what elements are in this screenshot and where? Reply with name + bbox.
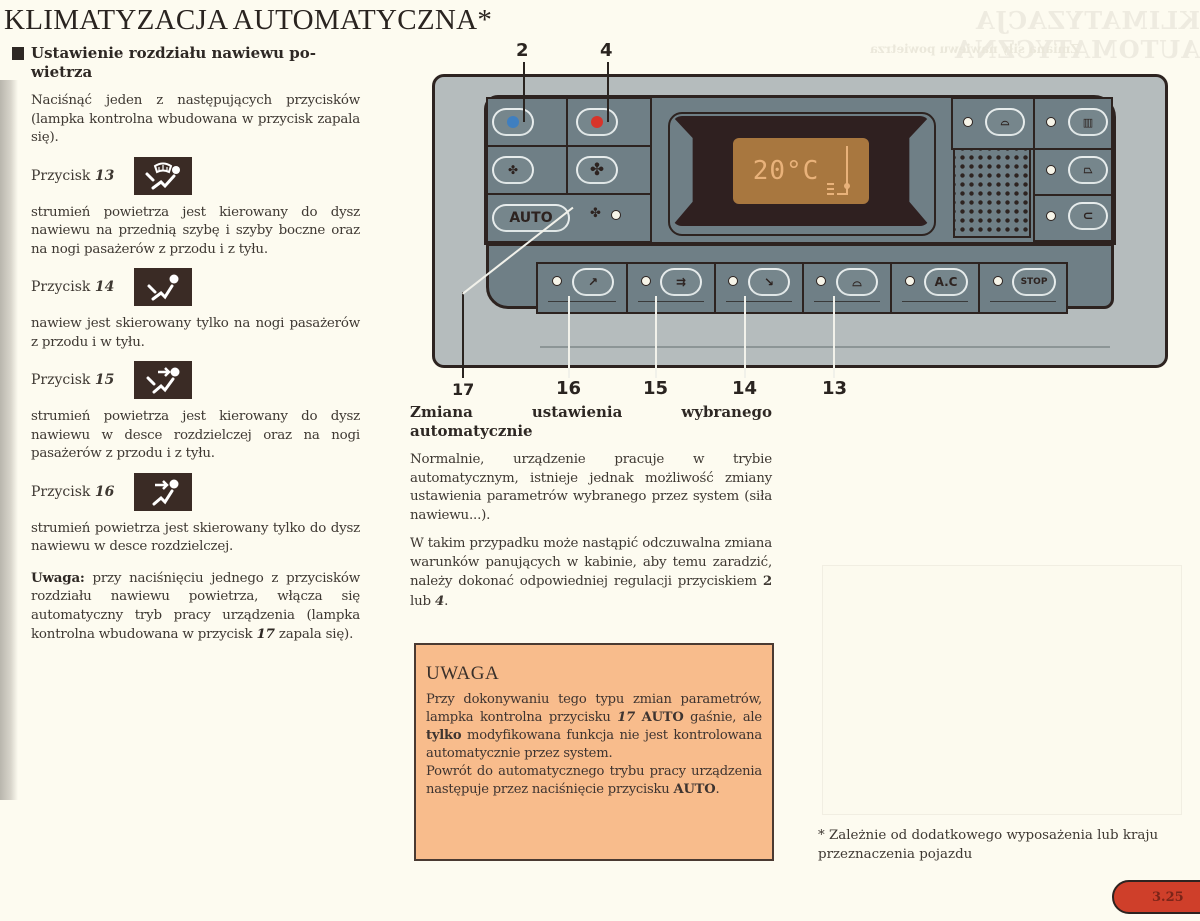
button-15-row: Przycisk 15 — [31, 360, 360, 400]
air-feet-icon: ↘ — [763, 275, 775, 289]
windscreen-defrost-icon: ⏢ — [1083, 163, 1093, 176]
indicator-led — [963, 117, 973, 127]
button-14-row: Przycisk 14 — [31, 267, 360, 307]
button-16-face-vent[interactable]: ↗ — [572, 268, 614, 296]
warning-paragraph: Przy dokonywaniu tego typu zmian paramet… — [426, 692, 762, 761]
callout-17: 17 — [452, 380, 475, 399]
windscreen-demist-icon: ⌓ — [1000, 115, 1010, 128]
stop-button[interactable]: STOP — [1012, 268, 1056, 296]
button-16-led — [552, 276, 562, 286]
callout-14: 14 — [732, 378, 758, 399]
button-15-led — [641, 276, 651, 286]
windscreen-demist-button[interactable]: ⌓ — [985, 108, 1025, 136]
indicator-led — [1046, 211, 1056, 221]
rear-window-heat-button[interactable]: ▥ — [1068, 108, 1108, 136]
note-paragraph: Uwaga: przy naciśnięciu jednego z przyci… — [31, 569, 360, 643]
fan-auto-icon: ✤ — [590, 206, 601, 221]
temperature-readout: 20°C — [752, 156, 820, 186]
blue-cool-indicator-icon — [507, 116, 519, 128]
speaker-grille — [953, 148, 1031, 238]
indicator-led — [1046, 165, 1056, 175]
left-column: Ustawienie rozdziału nawiewu po- wietrza… — [12, 44, 360, 645]
bleed-through-box — [822, 565, 1182, 815]
button-13-led — [816, 276, 826, 286]
air-feet-icon — [134, 268, 192, 306]
button-13-description: strumień powietrza jest kierowany do dys… — [31, 204, 360, 257]
section-heading: Ustawienie rozdziału nawiewu po- wietrza — [12, 44, 360, 82]
air-face-icon — [134, 472, 192, 511]
button-15-face-feet-vent[interactable]: ⇉ — [660, 268, 702, 296]
button-14-description: nawiew jest skierowany tylko na nogi pas… — [31, 316, 360, 350]
air-windscreen-and-feet-icon — [134, 156, 192, 195]
indicator-led — [1046, 117, 1056, 127]
paragraph: Normalnie, urządzenie pracuje w trybie a… — [410, 452, 772, 523]
temperature-down-button[interactable] — [492, 108, 534, 136]
paragraph: W takim przypadku może nastąpić odczuwal… — [410, 536, 772, 609]
button-14-led — [728, 276, 738, 286]
stop-led — [993, 276, 1003, 286]
warning-paragraph: Powrót do automatycznego trybu pracy urz… — [426, 764, 762, 797]
callout-2: 2 — [516, 40, 529, 61]
button-13-row: Przycisk 13 — [31, 156, 360, 196]
ac-button[interactable]: A.C — [924, 268, 968, 296]
seat-airflow-indicator-icon — [827, 146, 850, 195]
air-face-icon: ↗ — [587, 275, 599, 289]
page-title: KLIMATYZACJA AUTOMATYCZNA* — [4, 4, 493, 36]
callout-15: 15 — [643, 378, 669, 399]
button-label: Przycisk 13 — [31, 167, 115, 184]
lcd-display: 20°C — [733, 138, 869, 204]
fan-large-icon: ✤ — [589, 160, 605, 180]
button-label: Przycisk 16 — [31, 483, 115, 500]
callout-16: 16 — [556, 378, 582, 399]
button-16-description: strumień powietrza jest skierowany tylko… — [31, 520, 360, 555]
fan-small-icon: ✤ — [507, 163, 519, 177]
windscreen-defrost-button[interactable]: ⏢ — [1068, 156, 1108, 184]
bleed-through-text: Zmiana siły nawiewu powietrza — [870, 42, 1080, 56]
auto-indicator-led — [611, 210, 621, 220]
button-15-description: strumień powietrza jest kierowany do dys… — [31, 409, 360, 461]
button-label: Przycisk 14 — [31, 279, 115, 295]
page-number-tab: 3.25 — [1112, 880, 1200, 914]
rear-window-heat-icon: ▥ — [1082, 115, 1094, 129]
fan-increase-button[interactable]: ✤ — [576, 156, 618, 184]
button-14-feet-vent[interactable]: ↘ — [748, 268, 790, 296]
button-13-windscreen-feet-vent[interactable]: ⌓ — [836, 268, 878, 296]
button-16-row: Przycisk 16 — [31, 472, 360, 512]
ac-led — [905, 276, 915, 286]
recirculation-button[interactable]: ⊂ — [1068, 202, 1108, 230]
footnote: * Zależnie od dodatkowego wyposażenia lu… — [818, 828, 1159, 862]
air-face-and-feet-icon: ⇉ — [675, 275, 687, 289]
middle-column: Zmiana ustawienia wybranego automatyczni… — [410, 403, 772, 611]
warning-title: UWAGA — [426, 663, 500, 684]
temperature-up-button[interactable] — [576, 108, 618, 136]
button-label: Przycisk 15 — [31, 372, 115, 388]
section-heading: Zmiana ustawienia wybranego automatyczni… — [410, 403, 772, 440]
intro-text: Naciśnąć jeden z następujących przyciskó… — [31, 93, 360, 145]
warning-box: UWAGA Przy dokonywaniu tego typu zmian p… — [414, 643, 774, 861]
page-binding-shadow — [0, 80, 18, 800]
recirculation-icon: ⊂ — [1082, 208, 1094, 224]
callout-4: 4 — [600, 40, 613, 61]
air-face-and-feet-icon — [134, 361, 192, 399]
square-bullet-icon — [12, 47, 24, 60]
fan-decrease-button[interactable]: ✤ — [492, 156, 534, 184]
red-warm-indicator-icon — [591, 116, 603, 128]
air-windscreen-and-feet-icon: ⌓ — [852, 274, 862, 289]
callout-13: 13 — [822, 378, 848, 399]
